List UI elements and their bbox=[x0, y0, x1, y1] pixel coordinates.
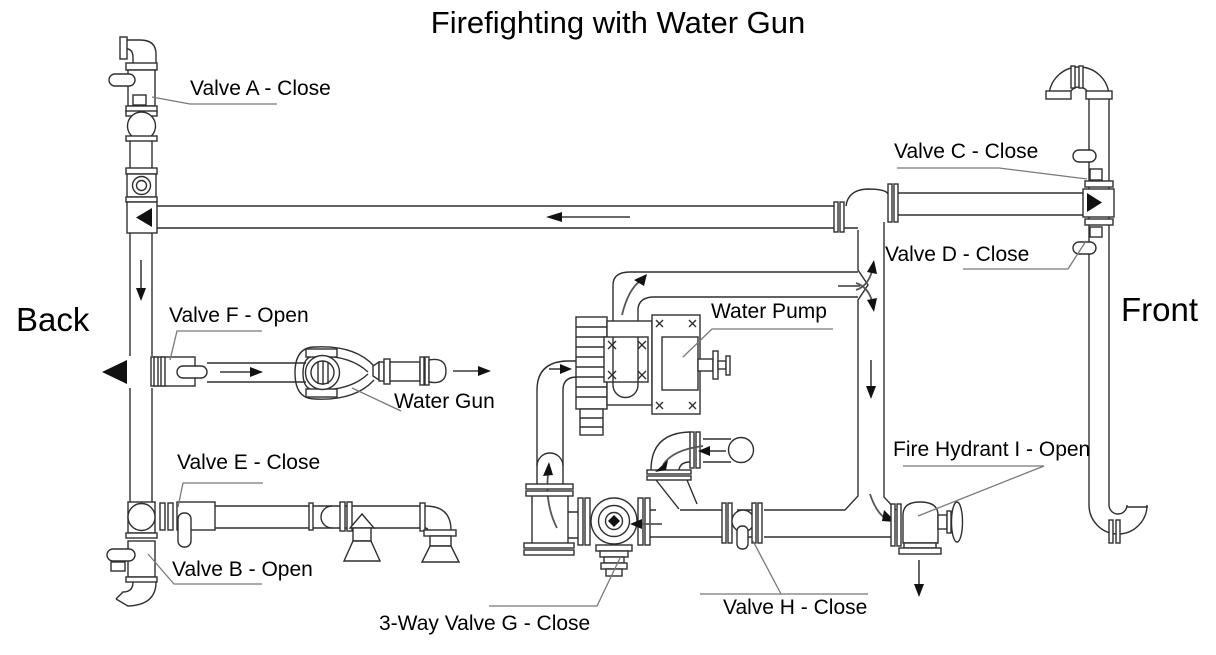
water-pump-label: Water Pump bbox=[711, 300, 827, 323]
valve-e-label: Valve E - Close bbox=[177, 451, 321, 474]
valve-h-label: Valve H - Close bbox=[723, 596, 868, 619]
flow-arrow-into-valve-g bbox=[630, 519, 662, 529]
flow-split-junction-arrows bbox=[838, 260, 877, 312]
pump-suction-pipe bbox=[523, 360, 578, 556]
valve-d-label: Valve D - Close bbox=[885, 243, 1030, 266]
fire-hydrant-symbol bbox=[890, 501, 964, 597]
water-gun-branch bbox=[102, 346, 491, 400]
valve-b-label: Valve B - Open bbox=[172, 558, 313, 581]
flow-arrow-into-pump bbox=[549, 364, 572, 374]
valve-e-line bbox=[159, 501, 461, 563]
fire-hydrant-i-label: Fire Hydrant I - Open bbox=[893, 438, 1091, 461]
valve-c-symbol bbox=[1072, 149, 1114, 188]
flow-arrow-bell-down bbox=[655, 445, 704, 472]
suction-strainer-left bbox=[342, 512, 382, 562]
pump-bolts-frame bbox=[655, 319, 697, 410]
orientation-label-back: Back bbox=[16, 301, 90, 338]
valve-f-label: Valve F - Open bbox=[169, 304, 309, 327]
valve-f-symbol bbox=[150, 356, 208, 387]
label-leader-lines bbox=[147, 96, 1088, 607]
valve-c-label: Valve C - Close bbox=[894, 140, 1039, 163]
pump-bolts-plate bbox=[607, 340, 647, 380]
valve-a-label: Valve A - Close bbox=[190, 77, 331, 100]
bottom-manifold-pipe bbox=[650, 509, 891, 538]
water-pump-symbol bbox=[575, 314, 731, 436]
flow-arrow-gun-out bbox=[453, 366, 491, 376]
flow-arrow-back-riser-down bbox=[136, 260, 146, 301]
three-way-valve-g-symbol bbox=[577, 497, 662, 577]
valve-h-symbol bbox=[721, 502, 763, 550]
orientation-label-front: Front bbox=[1121, 291, 1199, 328]
diagram-title: Firefighting with Water Gun bbox=[430, 5, 806, 40]
bell-inlet-pipe bbox=[646, 431, 755, 510]
flow-arrow-suction-up bbox=[543, 462, 558, 529]
suction-strainer-right bbox=[419, 502, 461, 563]
water-gun-symbol bbox=[294, 346, 447, 400]
valve-a-symbol bbox=[108, 69, 156, 107]
water-gun-label: Water Gun bbox=[394, 390, 495, 413]
front-riser-pipe bbox=[1045, 65, 1148, 544]
flow-arrow-hydrant-out bbox=[914, 560, 924, 597]
flow-arrow-riser-down bbox=[866, 360, 876, 399]
flow-arrow-gun-line bbox=[220, 367, 263, 377]
valve-e-symbol bbox=[176, 501, 216, 548]
front-riser-u-bend bbox=[1088, 504, 1148, 544]
top-crossover-pipe bbox=[157, 183, 1083, 233]
valve-d-symbol bbox=[1072, 218, 1114, 255]
valve-b-symbol bbox=[106, 501, 158, 583]
valve-g-label: 3-Way Valve G - Close bbox=[379, 612, 591, 635]
flow-arrow-top-left bbox=[546, 212, 630, 222]
flow-arrow-bell-inlet bbox=[698, 446, 726, 456]
flow-arrow-pump-discharge bbox=[621, 274, 647, 316]
back-riser-pipe bbox=[106, 36, 158, 607]
